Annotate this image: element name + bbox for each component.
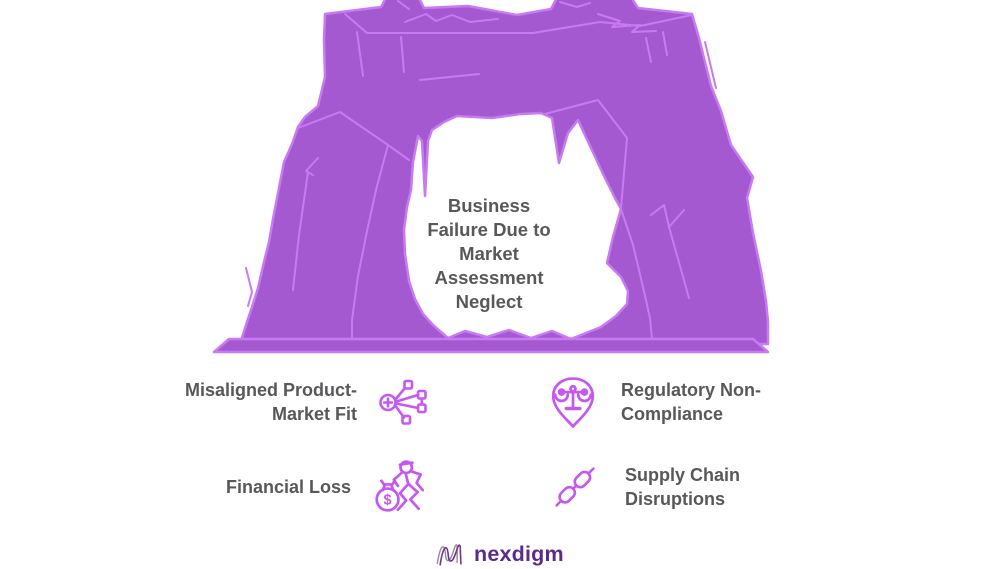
- item-label: Regulatory Non- Compliance: [621, 380, 762, 424]
- rock-crack-lines: [245, 0, 717, 340]
- chain-links-icon: [555, 467, 595, 507]
- product-network-icon: [379, 379, 427, 425]
- list-item-financial-loss: Financial Loss $: [148, 456, 428, 518]
- item-label: Financial Loss: [225, 477, 351, 497]
- list-item-regulatory-non-compliance: Regulatory Non- Compliance: [548, 373, 868, 431]
- list-item-supply-chain-disruptions: Supply Chain Disruptions: [548, 456, 868, 518]
- svg-text:$: $: [384, 493, 392, 509]
- list-item-misaligned-product-market-fit: Misaligned Product- Market Fit: [148, 373, 428, 431]
- item-label: Misaligned Product- Market Fit: [184, 380, 357, 424]
- scales-location-pin-icon: [551, 376, 595, 428]
- nexdigm-logo: nexdigm: [435, 540, 564, 568]
- money-bag-runner-icon: $: [375, 460, 425, 512]
- item-label: Supply Chain Disruptions: [625, 465, 741, 509]
- nexdigm-logo-mark: [436, 544, 462, 566]
- ground-bar: [212, 337, 770, 354]
- central-message: Business Failure Due to Market Assessmen…: [427, 195, 551, 312]
- nexdigm-logo-text: nexdigm: [474, 541, 564, 566]
